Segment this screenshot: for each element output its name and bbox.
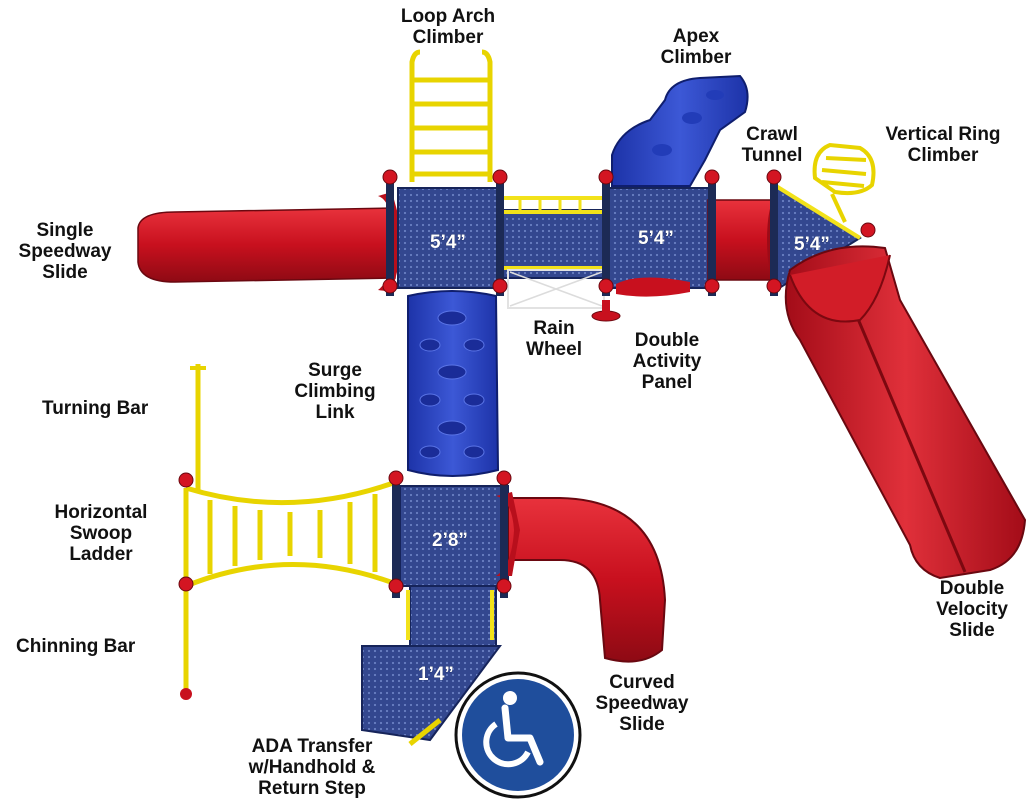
label-loop-arch-climber: Loop Arch Climber xyxy=(400,6,496,48)
deck-bridge xyxy=(501,196,607,279)
label-vertical-ring-climber: Vertical Ring Climber xyxy=(885,124,1001,166)
deck-lower-height: 2’8” xyxy=(432,530,468,551)
label-apex-climber: Apex Climber xyxy=(660,26,732,68)
label-single-speedway-slide: Single Speedway Slide xyxy=(18,220,112,283)
label-turning-bar: Turning Bar xyxy=(42,398,149,419)
label-chinning-bar: Chinning Bar xyxy=(16,636,136,657)
surge-climbing-link xyxy=(407,290,500,477)
label-surge-climbing-link: Surge Climbing Link xyxy=(294,360,376,423)
turning-bar xyxy=(190,364,206,490)
deck-lower xyxy=(399,485,509,647)
label-double-velocity-slide: Double Velocity Slide xyxy=(936,578,1008,641)
transfer-step-height: 1’4” xyxy=(418,664,454,685)
label-double-activity-panel: Double Activity Panel xyxy=(632,330,702,393)
vertical-ring-climber xyxy=(812,142,876,223)
apex-climber xyxy=(611,74,749,187)
deck-center-height: 5’4” xyxy=(638,228,674,249)
loop-arch-climber xyxy=(409,49,493,182)
deck-left xyxy=(397,187,503,289)
double-activity-panel xyxy=(591,277,690,322)
chinning-bar xyxy=(180,488,192,700)
deck-right-height: 5’4” xyxy=(794,234,830,255)
deck-left-height: 5’4” xyxy=(430,232,466,253)
label-horizontal-swoop-ladder: Horizontal Swoop Ladder xyxy=(54,502,148,565)
wheelchair-accessibility-icon xyxy=(454,671,582,799)
ada-transfer-step xyxy=(361,645,502,746)
horizontal-swoop-ladder xyxy=(185,479,397,589)
deck-center xyxy=(605,187,711,289)
label-rain-wheel: Rain Wheel xyxy=(526,318,582,360)
label-crawl-tunnel: Crawl Tunnel xyxy=(741,124,803,166)
label-ada-transfer: ADA Transfer w/Handhold & Return Step xyxy=(248,736,376,799)
label-curved-speedway-slide: Curved Speedway Slide xyxy=(595,672,689,735)
double-velocity-slide xyxy=(784,245,1027,580)
curved-speedway-slide xyxy=(496,492,667,663)
support-posts xyxy=(178,169,876,598)
single-speedway-slide xyxy=(137,192,405,292)
